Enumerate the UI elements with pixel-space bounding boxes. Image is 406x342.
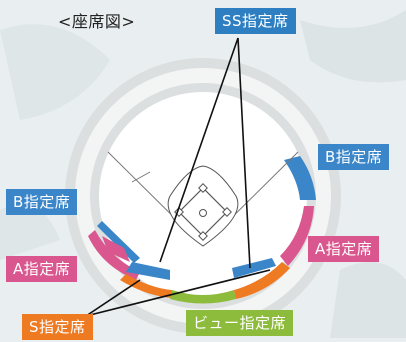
home-plate — [198, 231, 208, 241]
bg-watermark — [300, 10, 406, 83]
infield-arc — [167, 165, 239, 247]
ss-seat-right-segment — [232, 258, 276, 278]
bg-watermark — [0, 204, 60, 260]
ss-seat-left-segment — [126, 262, 170, 280]
ss-pointer-right — [237, 37, 251, 269]
s-seat-label: S指定席 — [22, 314, 93, 340]
b-seat-left-segment — [97, 221, 140, 263]
a-seat-label-left: A指定席 — [6, 256, 78, 282]
b-seat-label-right: B指定席 — [318, 144, 390, 170]
s-pointer-right — [85, 269, 271, 317]
pitchers-mound — [199, 209, 207, 217]
b-seat-right-segment — [284, 156, 316, 200]
bg-watermark — [0, 24, 110, 120]
bg-watermark — [330, 262, 406, 338]
pointer-lines — [85, 37, 271, 317]
a-seat-right-segment — [280, 206, 314, 266]
s-seat-right-segment — [234, 262, 290, 299]
view-seat-segment — [170, 290, 236, 304]
field-marking — [131, 171, 151, 183]
first-base — [222, 207, 232, 217]
view-seat-label: ビュー指定席 — [186, 310, 294, 336]
diagram-title: <座席図> — [58, 12, 136, 31]
a-seat-left-segment — [102, 236, 130, 262]
second-base — [198, 183, 208, 193]
ss-pointer-left — [159, 37, 239, 263]
a-seat-left-band — [88, 230, 140, 280]
ss-seat-label: SS指定席 — [215, 8, 296, 34]
b-seat-label-left: B指定席 — [6, 189, 78, 215]
a-seat-label-right: A指定席 — [308, 236, 380, 262]
s-pointer-left — [85, 279, 141, 317]
s-seat-left-segment — [120, 274, 172, 298]
